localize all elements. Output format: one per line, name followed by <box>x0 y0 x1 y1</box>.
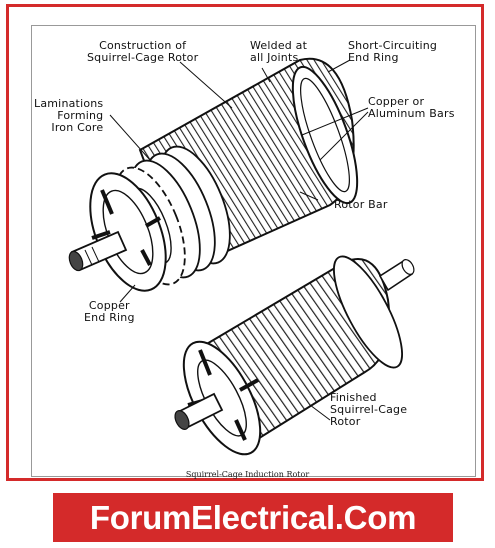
label-finished-rotor: Finished Squirrel-Cage Rotor <box>330 391 408 428</box>
label-welded: Welded at all Joints <box>250 39 308 64</box>
finished-rotor <box>174 255 415 456</box>
banner-text: ForumElectrical.Com <box>89 499 417 536</box>
leader-lines <box>109 59 369 421</box>
figure-inner-border <box>31 25 476 477</box>
site-banner: ForumElectrical.Com <box>53 493 453 542</box>
label-copper-aluminum-bars: Copper or Aluminum Bars <box>368 95 455 120</box>
label-short-circuiting-end-ring: Short-Circuiting End Ring <box>348 39 438 64</box>
shaft-top <box>68 230 128 272</box>
figure-caption: Squirrel-Cage Induction Rotor <box>185 470 310 479</box>
label-rotor-bar: Rotor Bar <box>334 198 388 211</box>
banner-background <box>53 493 453 542</box>
label-construction: Construction of Squirrel-Cage Rotor <box>87 39 199 64</box>
label-laminations: Laminations Forming Iron Core <box>34 97 104 134</box>
label-copper-end-ring: Copper End Ring <box>84 299 135 324</box>
construction-rotor <box>68 57 359 292</box>
